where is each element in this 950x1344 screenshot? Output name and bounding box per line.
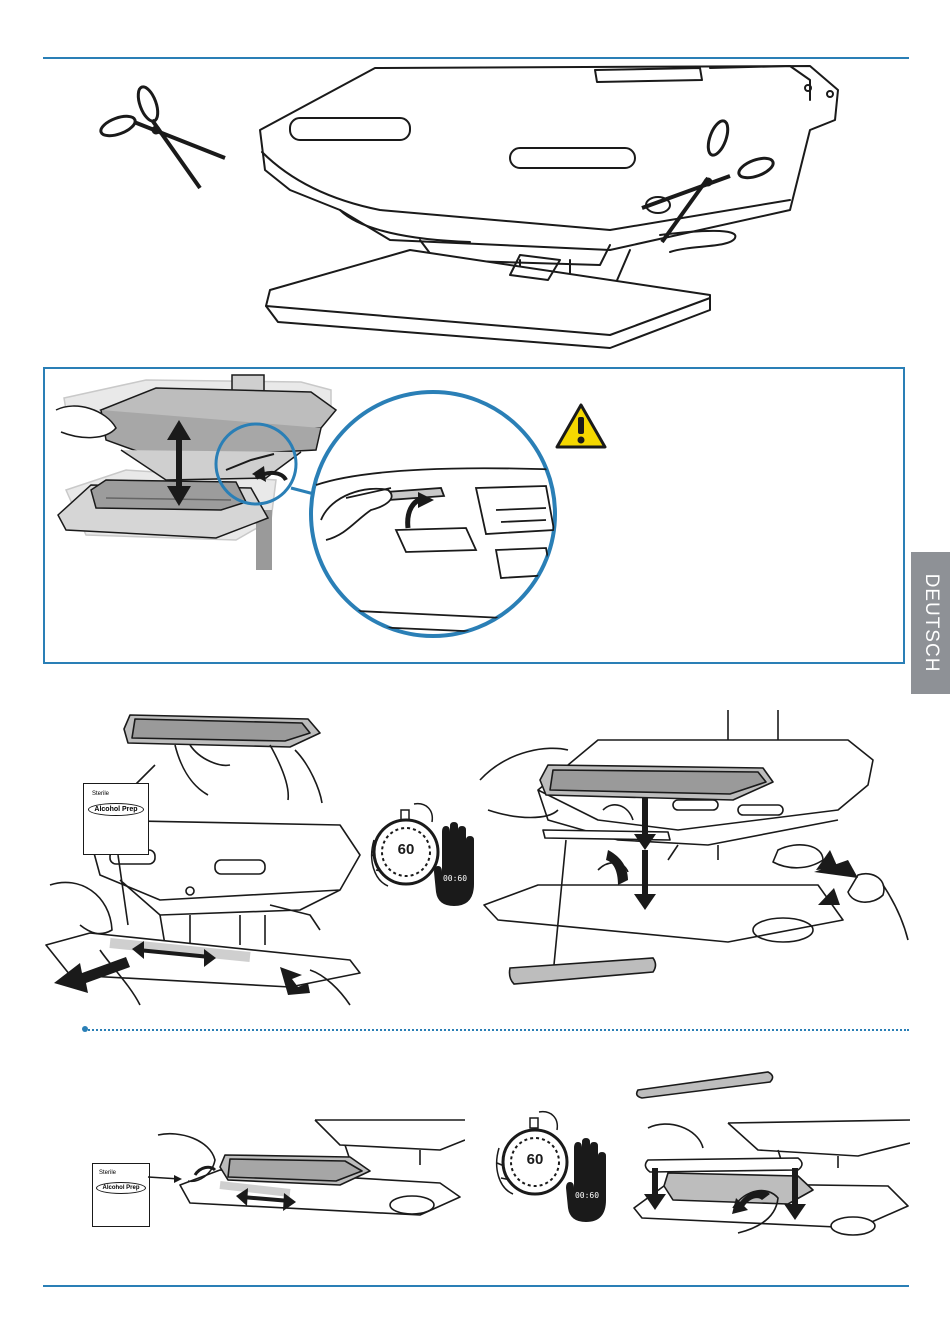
language-tab: DEUTSCH (911, 552, 950, 694)
warning-icon (554, 402, 608, 450)
alcohol-prep-pad: Sterile Alcohol Prep (83, 783, 149, 855)
stop-hand-icon: 00:60 (434, 822, 474, 906)
keyboard-install-illustration (40, 705, 370, 1010)
cut-ties-illustration (90, 60, 850, 360)
wrist-rest-install-illustration (478, 710, 910, 995)
alcohol-prep-label: Alcohol Prep (88, 803, 144, 816)
scissors-icon (98, 84, 225, 188)
dotted-divider (85, 1029, 909, 1031)
top-rule (43, 57, 909, 59)
alcohol-prep-title: Sterile (92, 791, 148, 797)
bottom-rule (43, 1285, 909, 1287)
clean-tray-illustration (140, 1115, 465, 1225)
timer-seconds-bottom: 60 (520, 1151, 550, 1168)
height-adjust-illustration (46, 370, 606, 661)
language-tab-label: DEUTSCH (920, 574, 942, 673)
stop-hand-icon: 00:60 (566, 1137, 606, 1223)
alcohol-prep-label: Alcohol Prep (96, 1182, 146, 1194)
timer-seconds: 60 (391, 841, 421, 858)
timer-digital: 00:60 (440, 874, 470, 883)
attach-wrist-rest-illustration (628, 1068, 910, 1248)
timer-digital: 00:60 (572, 1191, 602, 1200)
